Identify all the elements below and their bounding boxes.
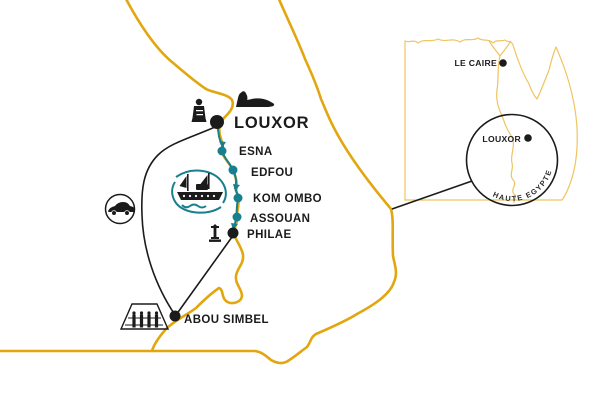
temple-figures <box>132 311 159 328</box>
city-dot-assouan <box>232 212 242 222</box>
temple-facade-icon <box>119 303 170 330</box>
city-dot-kom-ombo <box>233 193 243 203</box>
inset-dot-louxor <box>524 134 532 142</box>
city-dot-abou-simbel <box>169 310 181 322</box>
road-route-philae-abou-simbel <box>175 236 233 316</box>
egypt-border-coast-path <box>0 0 398 365</box>
inset-dot-le-caire <box>499 59 507 67</box>
inset-nile-path <box>488 40 517 204</box>
inset-label-louxor: LOUXOR <box>482 134 521 144</box>
region-label-haute-egypte: HAUTE EGYPTE <box>492 168 554 203</box>
stop-label-assouan: ASSOUAN <box>250 213 310 225</box>
city-dot-esna <box>217 146 227 156</box>
sphinx-icon <box>236 91 275 107</box>
inset-label-le-caire: LE CAIRE <box>454 58 497 68</box>
stop-label-kom-ombo: KOM OMBO <box>253 193 322 205</box>
inset-map: LE CAIRE LOUXOR HAUTE EGYPTE <box>391 37 578 210</box>
obelisk-icon <box>209 224 221 242</box>
cruise-boat-icon <box>171 169 227 214</box>
stop-label-esna: ESNA <box>239 146 273 158</box>
stop-label-abou-simbel: ABOU SIMBEL <box>184 314 269 326</box>
stop-label-louxor: LOUXOR <box>234 114 309 132</box>
colossus-statue-icon <box>191 98 207 122</box>
inset-nile-delta-branch <box>499 40 512 57</box>
city-dot-louxor <box>210 115 224 129</box>
road-route-louxor-abou-simbel <box>140 126 216 316</box>
main-map: LOUXOR ESNA EDFOU KOM OMBO ASSOUAN PHILA… <box>0 0 398 365</box>
magnifier-circle <box>465 113 559 207</box>
route-arrow-1 <box>219 141 226 148</box>
stop-label-edfou: EDFOU <box>251 167 293 179</box>
magnifier-leader-line <box>391 180 473 210</box>
inset-egypt-outline <box>404 37 578 201</box>
nile-river-path <box>125 0 245 353</box>
city-dot-philae <box>227 227 239 239</box>
car-icon <box>104 193 136 225</box>
city-dot-edfou <box>228 165 238 175</box>
route-arrow-2 <box>233 184 240 191</box>
stop-label-philae: PHILAE <box>247 229 292 241</box>
